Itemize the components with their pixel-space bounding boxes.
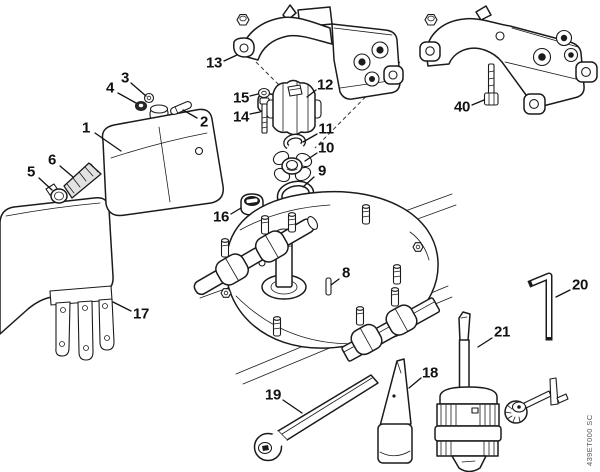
leader-15	[249, 93, 259, 97]
leader-lines	[38, 54, 571, 414]
mounting-bracket-right	[419, 5, 598, 115]
callout-4: 4	[105, 79, 115, 97]
washer-part-15	[257, 87, 271, 99]
callout-2: 2	[199, 113, 209, 131]
callout-19: 19	[264, 386, 282, 404]
wrench-tool-part-19	[253, 374, 379, 462]
callout-14: 14	[232, 108, 250, 126]
callout-16: 16	[212, 208, 230, 226]
callout-12: 12	[316, 76, 334, 94]
tension-spring-part	[63, 162, 102, 199]
callout-3: 3	[120, 69, 130, 87]
leader-10	[304, 152, 318, 162]
diagram-code: 439ET000 SC	[585, 414, 594, 466]
callout-40: 40	[453, 98, 471, 116]
leader-1	[94, 132, 122, 152]
star-coupling-part-10	[272, 150, 313, 183]
callout-1: 1	[81, 119, 91, 137]
allen-key-tool-part-20	[527, 272, 553, 341]
leader-2	[182, 109, 198, 119]
callout-6: 6	[47, 151, 57, 169]
leader-9	[302, 176, 315, 188]
pin-part-2	[170, 101, 192, 115]
leader-3	[130, 82, 147, 97]
leader-4	[117, 92, 137, 104]
callout-10: 10	[317, 139, 335, 157]
leader-20	[555, 289, 571, 298]
washer-part-3	[143, 92, 155, 104]
leader-21	[477, 337, 493, 348]
leader-5	[38, 177, 53, 191]
studs-and-nuts	[220, 204, 424, 337]
callout-8: 8	[341, 264, 351, 282]
screw-part-40	[483, 63, 499, 106]
drill-chuck-tool-part-21	[434, 311, 502, 472]
leader-12	[306, 89, 317, 98]
leader-13	[223, 54, 238, 62]
callout-11: 11	[318, 120, 334, 138]
callout-18: 18	[421, 364, 439, 382]
muffler-part	[101, 104, 224, 217]
leader-8	[330, 278, 340, 286]
leader-11	[302, 133, 318, 143]
callout-13: 13	[205, 54, 223, 72]
callout-15: 15	[232, 89, 250, 107]
hose-clamp-part	[45, 183, 68, 204]
chuck-key-tool	[504, 377, 569, 424]
circlip-part-11	[283, 133, 307, 150]
leader-40	[471, 99, 485, 106]
callout-5: 5	[26, 163, 36, 181]
alignment-dashed-lines	[255, 61, 401, 149]
deflector-cover-part	[0, 196, 115, 361]
leader-6	[59, 165, 74, 178]
clamp-bar-assembly	[341, 297, 441, 362]
leader-17	[112, 301, 132, 312]
leader-19	[282, 399, 303, 414]
splined-coupling-part-12	[266, 79, 322, 136]
leader-18	[408, 377, 422, 389]
drift-tool-part-18	[377, 358, 413, 464]
leader-16	[230, 207, 242, 215]
nut-part-4	[135, 101, 147, 111]
callout-9: 9	[317, 162, 327, 180]
callout-17: 17	[132, 305, 150, 323]
pin-part-8	[325, 277, 332, 296]
leader-14	[249, 111, 261, 115]
tube-clamp-assembly	[193, 216, 319, 296]
callout-21: 21	[493, 323, 511, 341]
callout-20: 20	[571, 276, 589, 294]
